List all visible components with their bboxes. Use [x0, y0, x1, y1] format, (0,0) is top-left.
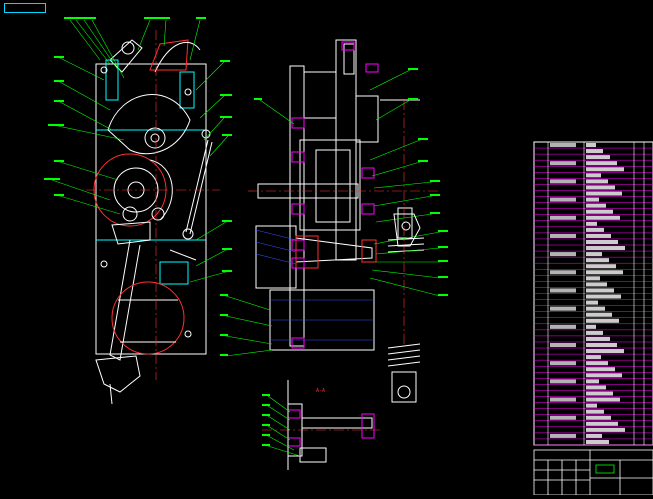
- bom-row-text: [586, 318, 619, 323]
- bom-row-text: [586, 306, 605, 311]
- bom-row-text: [586, 149, 603, 154]
- front-view-leaders: [51, 19, 229, 283]
- bom-row-text: [586, 403, 597, 408]
- bom-row-text: [586, 143, 596, 148]
- side-view-leaders: [259, 69, 441, 297]
- side-view-balloons: [254, 68, 448, 296]
- bom-row-text: [586, 427, 625, 432]
- bom-row-code: [550, 143, 576, 148]
- bom-row-text: [586, 349, 624, 354]
- bom-row-text: [586, 264, 616, 269]
- bom-row-code: [550, 433, 576, 438]
- bom-row-text: [586, 173, 601, 178]
- bom-row-text: [586, 270, 623, 275]
- bom-row-code: [550, 197, 576, 202]
- bom-row-text: [586, 300, 598, 305]
- bom-row-text: [586, 258, 609, 263]
- bom-row-text: [586, 294, 621, 299]
- bom-row-text: [586, 276, 600, 281]
- bom-rows: [534, 143, 653, 446]
- bom-table: [533, 141, 653, 446]
- bom-row-code: [550, 324, 576, 329]
- bom-row-code: [550, 361, 576, 366]
- front-view: [86, 30, 220, 405]
- bom-row-text: [586, 191, 622, 196]
- bom-row-text: [586, 246, 625, 251]
- section-leaders: [267, 395, 301, 457]
- lower-leaders: [225, 295, 273, 357]
- bom-row-code: [550, 233, 576, 238]
- side-view: [248, 39, 440, 403]
- section-label: A-A: [316, 388, 325, 394]
- bom-row-text: [586, 409, 604, 414]
- bom-row-text: [586, 161, 617, 166]
- bom-row-text: [586, 203, 606, 208]
- bom-row-text: [586, 197, 599, 202]
- bom-row-text: [586, 252, 602, 257]
- bom-row-text: [586, 209, 613, 214]
- bom-row-text: [586, 379, 599, 384]
- bom-row-text: [586, 215, 620, 220]
- bom-row-text: [586, 282, 607, 287]
- bom-row-text: [586, 233, 611, 238]
- bom-row-code: [550, 270, 576, 275]
- bom-row-text: [586, 385, 606, 390]
- bom-row-text: [586, 361, 608, 366]
- title-block: [533, 449, 653, 496]
- bom-row-code: [550, 161, 576, 166]
- bom-row-text: [586, 185, 615, 190]
- drawing-tab-label: [4, 3, 46, 13]
- bom-row-text: [586, 367, 615, 372]
- bom-row-code: [550, 397, 576, 402]
- front-view-balloons: [44, 17, 232, 272]
- bom-row-text: [586, 439, 609, 444]
- bom-row-text: [586, 415, 611, 420]
- bom-row-code: [550, 415, 576, 420]
- bom-row-text: [586, 179, 608, 184]
- bom-row-text: [586, 342, 617, 348]
- bom-row-text: [586, 330, 603, 335]
- bom-row-code: [550, 379, 576, 384]
- bom-row-text: [586, 433, 602, 438]
- bom-row-text: [586, 324, 596, 329]
- bom-row-text: [586, 391, 613, 396]
- bom-row-text: [586, 312, 612, 317]
- bom-row-text: [586, 397, 620, 402]
- section-view: A-A: [262, 380, 380, 470]
- bom-row-text: [586, 336, 610, 341]
- side-view-bearings: [291, 41, 379, 349]
- bom-row-text: [586, 221, 597, 226]
- bom-row-text: [586, 373, 622, 378]
- bom-row-text: [586, 155, 610, 160]
- bom-row-text: [586, 239, 618, 245]
- section-balloons: [262, 394, 270, 446]
- bom-row-code: [550, 288, 576, 293]
- lower-balloons: [220, 294, 228, 356]
- bom-row-text: [586, 421, 618, 426]
- bom-row-text: [586, 355, 601, 360]
- bom-row-text: [586, 227, 604, 232]
- bom-row-code: [550, 342, 576, 348]
- bom-row-text: [586, 288, 614, 293]
- right-bracket: [393, 213, 421, 247]
- bom-row-code: [550, 179, 576, 184]
- bom-row-code: [550, 215, 576, 220]
- bom-row-code: [550, 252, 576, 257]
- bom-row-code: [550, 306, 576, 311]
- bom-row-text: [586, 167, 624, 172]
